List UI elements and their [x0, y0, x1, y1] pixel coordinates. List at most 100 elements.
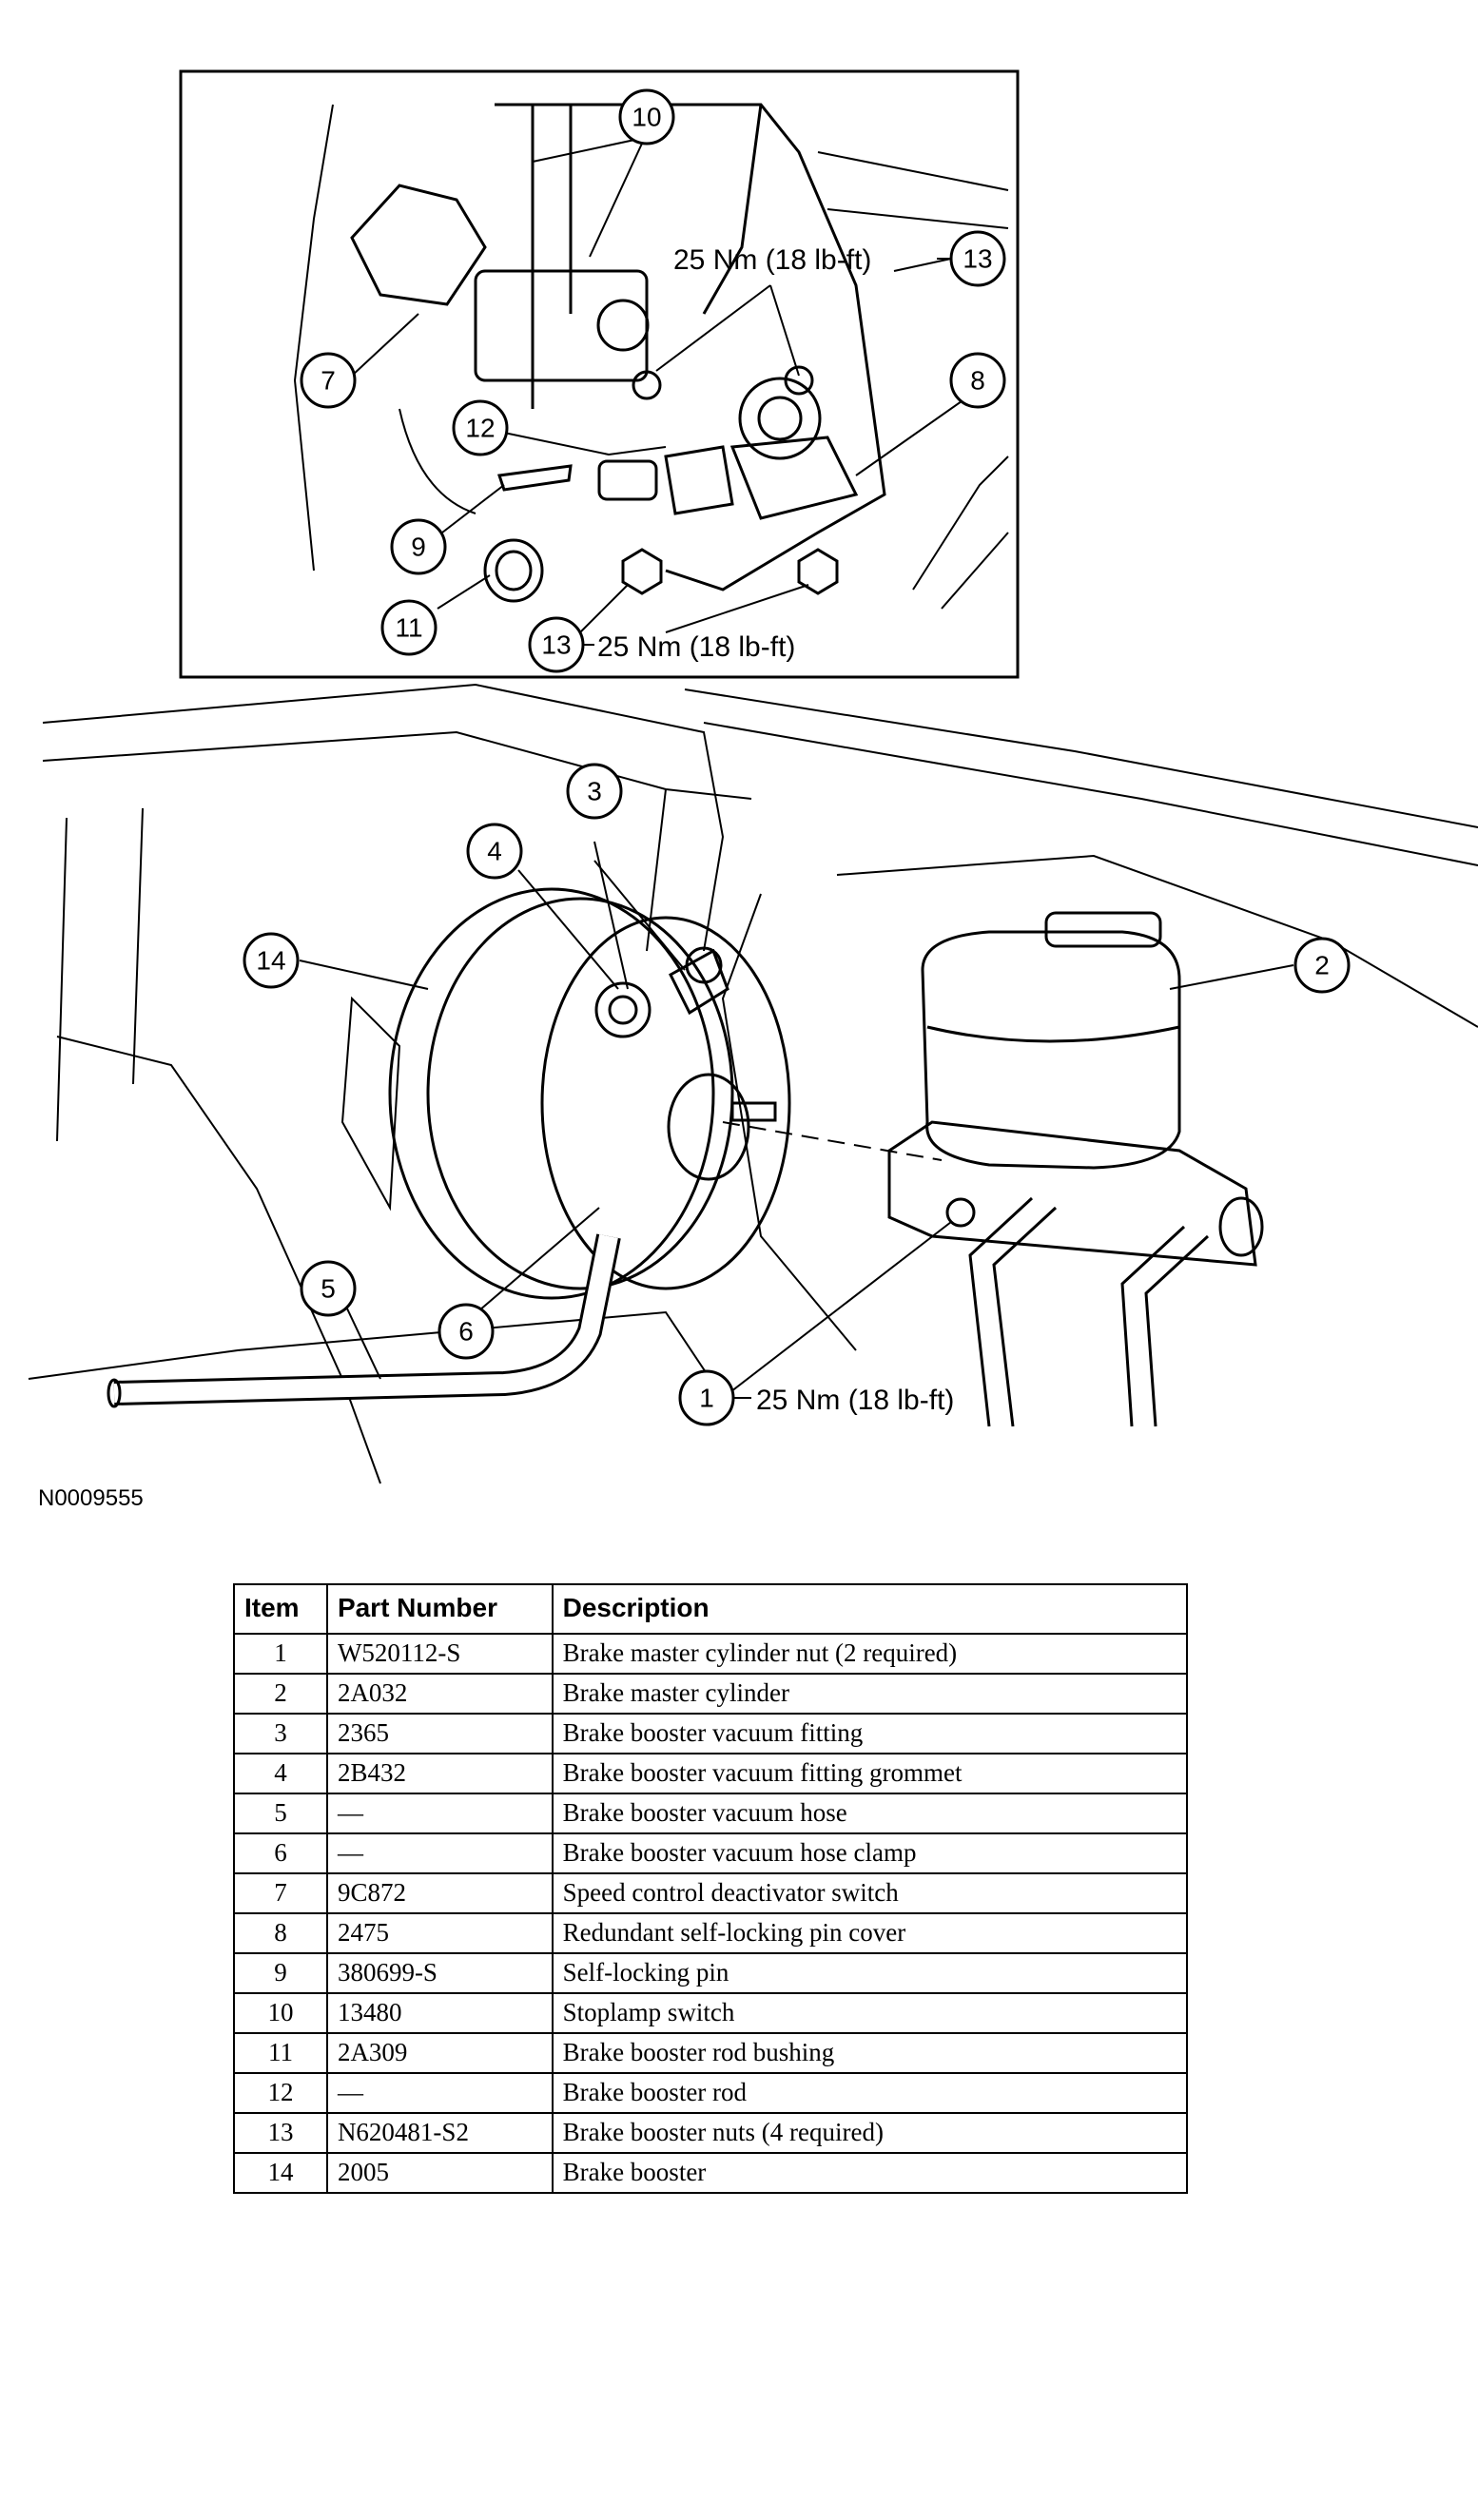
svg-text:8: 8 [970, 366, 985, 396]
part-number-cell: N620481-S2 [325, 2112, 554, 2154]
svg-text:3: 3 [587, 777, 602, 806]
item-cell: 4 [233, 1753, 328, 1794]
header-item: Item [233, 1583, 328, 1635]
description-cell: Brake master cylinder [551, 1673, 1189, 1715]
brake-booster-diagram: 10 13 7 12 8 9 11 13 3 4 14 2 5 6 1 25 N… [28, 69, 1478, 1511]
callout-1: 1 [678, 1369, 735, 1426]
callout-3: 3 [566, 763, 623, 820]
description-cell: Brake booster vacuum hose [551, 1793, 1189, 1834]
svg-text:2: 2 [1314, 951, 1330, 980]
callout-7: 7 [300, 352, 357, 409]
figure-id: N0009555 [38, 1485, 144, 1511]
callout-6: 6 [438, 1303, 495, 1360]
svg-text:13: 13 [963, 244, 992, 274]
item-cell: 3 [233, 1713, 328, 1754]
part-number-cell: 380699-S [325, 1952, 554, 1994]
callout-12: 12 [452, 399, 509, 456]
item-cell: 12 [233, 2072, 328, 2114]
item-cell: 9 [233, 1952, 328, 1994]
description-cell: Brake booster nuts (4 required) [551, 2112, 1189, 2154]
callout-2: 2 [1293, 937, 1351, 994]
part-number-cell: W520112-S [325, 1633, 554, 1675]
item-cell: 1 [233, 1633, 328, 1675]
callout-11: 11 [380, 599, 438, 656]
part-number-cell: 2B432 [325, 1753, 554, 1794]
callout-13-top: 13 [949, 230, 1006, 287]
item-cell: 7 [233, 1872, 328, 1914]
svg-text:11: 11 [395, 613, 422, 643]
svg-text:13: 13 [541, 630, 571, 660]
table-row: 5—Brake booster vacuum hose [233, 1793, 1189, 1834]
item-cell: 10 [233, 1992, 328, 2034]
description-cell: Brake booster [551, 2152, 1189, 2194]
svg-text:6: 6 [458, 1317, 474, 1347]
table-header-row: Item Part Number Description [233, 1583, 1189, 1635]
description-cell: Self-locking pin [551, 1952, 1189, 1994]
main-assembly [28, 683, 1478, 1484]
svg-text:10: 10 [632, 103, 661, 132]
svg-text:5: 5 [321, 1274, 336, 1304]
svg-text:7: 7 [321, 366, 336, 396]
header-part-number: Part Number [325, 1583, 554, 1635]
part-number-cell: — [325, 1793, 554, 1834]
item-cell: 2 [233, 1673, 328, 1715]
item-cell: 8 [233, 1912, 328, 1954]
item-cell: 5 [233, 1793, 328, 1834]
description-cell: Brake master cylinder nut (2 required) [551, 1633, 1189, 1675]
torque-label-inset-bottom: 25 Nm (18 lb-ft) [597, 631, 795, 663]
callout-4: 4 [466, 823, 523, 880]
torque-label-master-cylinder: 25 Nm (18 lb-ft) [756, 1385, 954, 1416]
callouts: 10 13 7 12 8 9 11 13 3 4 14 2 5 6 1 [243, 88, 1351, 1426]
table-row: 6—Brake booster vacuum hose clamp [233, 1832, 1189, 1874]
svg-text:14: 14 [256, 946, 285, 976]
callout-14: 14 [243, 932, 300, 989]
part-number-cell: 2A032 [325, 1673, 554, 1715]
item-cell: 11 [233, 2032, 328, 2074]
svg-text:9: 9 [411, 533, 426, 562]
part-number-cell: 2A309 [325, 2032, 554, 2074]
description-cell: Stoplamp switch [551, 1992, 1189, 2034]
part-number-cell: 9C872 [325, 1872, 554, 1914]
part-number-cell: 2475 [325, 1912, 554, 1954]
description-cell: Brake booster vacuum hose clamp [551, 1832, 1189, 1874]
torque-label-inset-top: 25 Nm (18 lb-ft) [673, 244, 871, 276]
callout-13-bottom: 13 [528, 616, 585, 673]
item-cell: 13 [233, 2112, 328, 2154]
description-cell: Brake booster rod bushing [551, 2032, 1189, 2074]
inset-detail [179, 69, 1020, 679]
part-number-cell: 2005 [325, 2152, 554, 2194]
callout-10: 10 [618, 88, 675, 145]
header-description: Description [551, 1583, 1189, 1635]
description-cell: Redundant self-locking pin cover [551, 1912, 1189, 1954]
description-cell: Brake booster vacuum fitting grommet [551, 1753, 1189, 1794]
callout-9: 9 [390, 518, 447, 575]
item-cell: 6 [233, 1832, 328, 1874]
description-cell: Speed control deactivator switch [551, 1872, 1189, 1914]
svg-text:4: 4 [487, 837, 502, 866]
svg-text:1: 1 [699, 1384, 714, 1413]
part-number-cell: 13480 [325, 1992, 554, 2034]
description-cell: Brake booster rod [551, 2072, 1189, 2114]
callout-8: 8 [949, 352, 1006, 409]
part-number-cell: 2365 [325, 1713, 554, 1754]
table-row: 12—Brake booster rod [233, 2072, 1189, 2114]
callout-5: 5 [300, 1260, 357, 1317]
svg-text:12: 12 [465, 414, 495, 443]
item-cell: 14 [233, 2152, 328, 2194]
description-cell: Brake booster vacuum fitting [551, 1713, 1189, 1754]
part-number-cell: — [325, 1832, 554, 1874]
part-number-cell: — [325, 2072, 554, 2114]
